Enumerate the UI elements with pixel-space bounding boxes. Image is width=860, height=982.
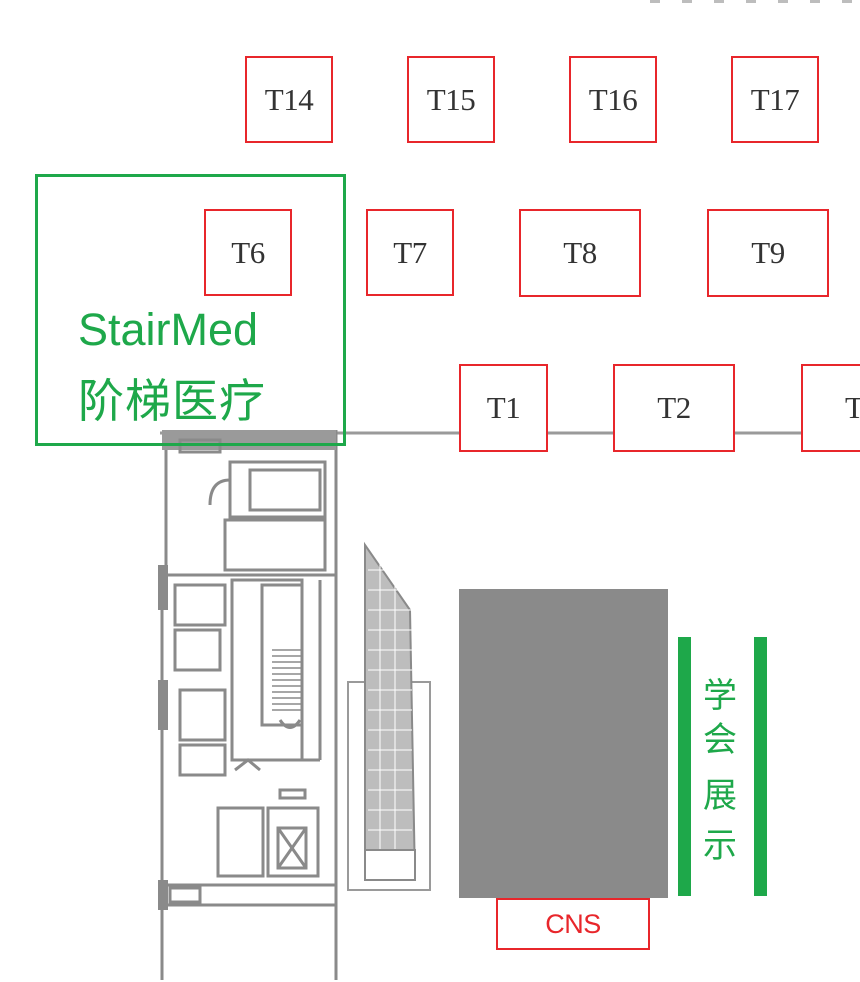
stairmed-name-cn: 阶梯医疗	[78, 375, 266, 427]
academic-exhibit-char-3: 展	[703, 776, 737, 816]
exhibit-block	[459, 589, 668, 898]
academic-exhibit-char-2: 会	[703, 720, 737, 760]
booth-t8[interactable]: T8	[519, 209, 641, 297]
booth-t15[interactable]: T15	[407, 56, 495, 143]
booth-t7[interactable]: T7	[366, 209, 454, 296]
booth-t14[interactable]: T14	[245, 56, 333, 143]
escalator-structure	[347, 541, 431, 891]
top-edge-dashes	[650, 0, 860, 3]
academic-exhibit-char-4: 示	[703, 826, 737, 866]
booth-t17[interactable]: T17	[731, 56, 819, 143]
stairmed-highlight-box[interactable]	[35, 174, 346, 446]
booth-t2[interactable]: T2	[613, 364, 735, 452]
exhibit-bar-right	[754, 637, 767, 896]
booth-t1[interactable]: T1	[459, 364, 548, 452]
exhibit-bar-left	[678, 637, 691, 896]
booth-t3-partial[interactable]: T	[801, 364, 860, 452]
building-structure	[158, 430, 338, 980]
booth-t9[interactable]: T9	[707, 209, 829, 297]
stairmed-name-en: StairMed	[78, 304, 259, 355]
booth-t16[interactable]: T16	[569, 56, 657, 143]
booth-cns[interactable]: CNS	[496, 898, 650, 950]
booth-t6[interactable]: T6	[204, 209, 292, 296]
academic-exhibit-char-1: 学	[703, 676, 737, 716]
